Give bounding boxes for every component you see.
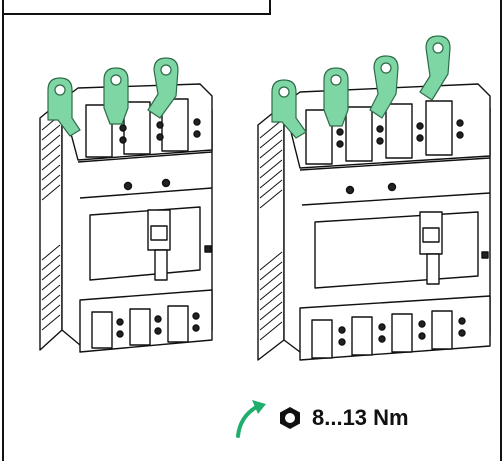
breaker-3-pole [39, 57, 213, 353]
breaker-4-pole [257, 35, 491, 361]
caption-box [3, 0, 271, 15]
cover-screw [123, 181, 133, 191]
terminal-lug [147, 57, 179, 119]
terminal-lug [419, 35, 451, 101]
terminal-screw [119, 136, 127, 144]
cover-screw [161, 178, 171, 188]
terminal-screw [156, 133, 164, 141]
terminal-screw [156, 121, 164, 129]
terminal-lug [103, 67, 129, 125]
terminal-screw [193, 130, 201, 138]
terminal-lug [271, 79, 307, 139]
terminal-screw [119, 124, 127, 132]
terminal-lug [47, 77, 81, 137]
terminal-lug [323, 67, 349, 127]
torque-spec: 8...13 Nm [232, 398, 409, 438]
side-ribs [259, 119, 283, 341]
cover-screw [345, 185, 355, 195]
hex-nut-icon [280, 407, 300, 429]
side-ribs [41, 114, 61, 331]
torque-value-label: 8...13 Nm [312, 405, 409, 430]
terminal-lug [369, 55, 399, 119]
rotate-arrow-icon [236, 400, 266, 438]
cover-screw [387, 182, 397, 192]
terminal-screw [193, 118, 201, 126]
